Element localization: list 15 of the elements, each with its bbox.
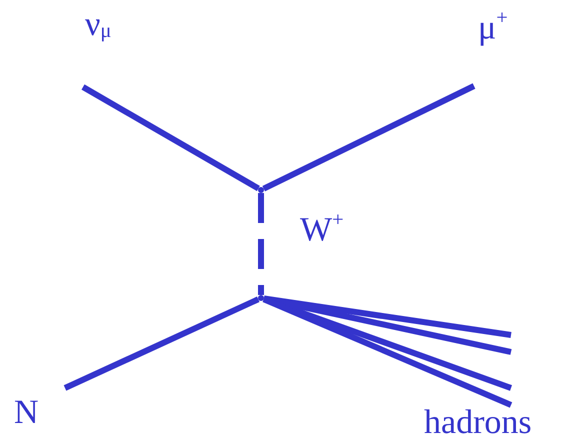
- particle-label: μ$^{+}$: [478, 8, 508, 46]
- particle-line: [263, 296, 512, 355]
- particle-label: ν$_{μ}$: [85, 8, 112, 42]
- particle-line: [262, 83, 476, 192]
- particle-line: [262, 296, 512, 391]
- particle-line: [82, 84, 260, 192]
- particle-line: [262, 296, 512, 408]
- edge-label: W$^{+}$: [300, 210, 344, 248]
- vertex-dot: [258, 295, 264, 301]
- vertex-dot: [258, 187, 264, 193]
- particle-label: N: [14, 396, 39, 430]
- particle-line: [64, 296, 260, 391]
- dashed-propagator-line: [258, 193, 264, 295]
- particle-label: hadrons: [424, 406, 532, 440]
- particle-line: [264, 295, 512, 338]
